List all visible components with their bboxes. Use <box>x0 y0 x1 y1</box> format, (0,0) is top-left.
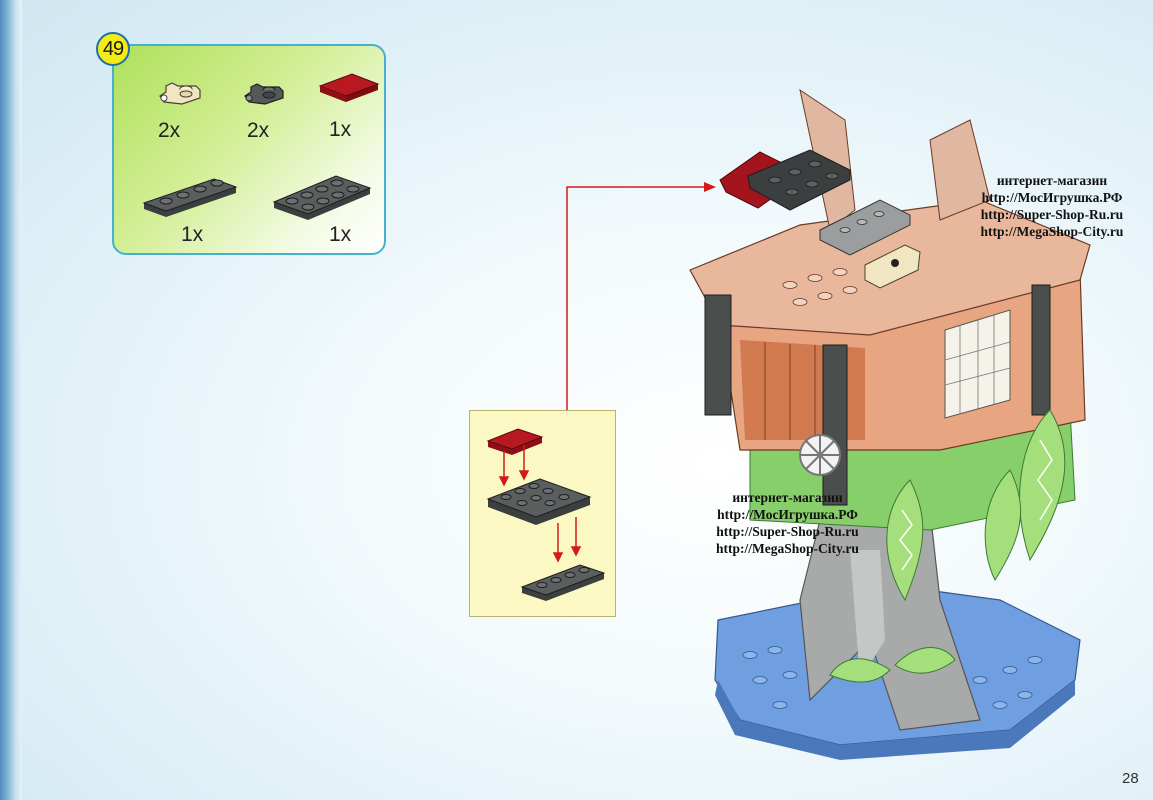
watermark-line: http://МосИгрушка.РФ <box>981 190 1123 205</box>
part-dark-grey-clip-plate-icon <box>244 83 284 105</box>
watermark-center: интернет-магазин http://МосИгрушка.РФ ht… <box>700 489 875 557</box>
part-qty-3: 1x <box>329 118 352 141</box>
part-dark-grey-plate-1x4-icon <box>142 178 238 217</box>
part-tan-clip-plate-icon <box>159 82 201 105</box>
part-dark-grey-plate-2x4-icon <box>272 175 372 220</box>
part-qty-4: 1x <box>181 223 204 246</box>
subassembly-box <box>469 410 616 617</box>
part-qty-2: 2x <box>247 119 270 142</box>
book-binding-edge <box>0 0 22 800</box>
watermark-line: http://Super-Shop-Ru.ru <box>980 207 1124 222</box>
model-treehouse-illustration <box>689 88 1091 760</box>
part-dark-red-tile-icon <box>318 73 380 102</box>
watermark-line: интернет-магазин <box>996 173 1108 188</box>
step-number-badge: 49 <box>96 32 130 66</box>
watermark-line: http://MegaShop-City.ru <box>716 541 859 556</box>
watermark-line: интернет-магазин <box>732 490 843 505</box>
watermark-line: http://Super-Shop-Ru.ru <box>716 524 859 539</box>
part-qty-5: 1x <box>329 223 352 246</box>
watermark-line: http://МосИгрушка.РФ <box>717 507 858 522</box>
subassembly-diagram <box>486 428 606 601</box>
part-qty-1: 2x <box>158 119 181 142</box>
watermark-upper-right: интернет-магазин http://МосИгрушка.РФ ht… <box>962 172 1142 240</box>
watermark-line: http://MegaShop-City.ru <box>980 224 1124 239</box>
page-number: 28 <box>1122 770 1139 787</box>
